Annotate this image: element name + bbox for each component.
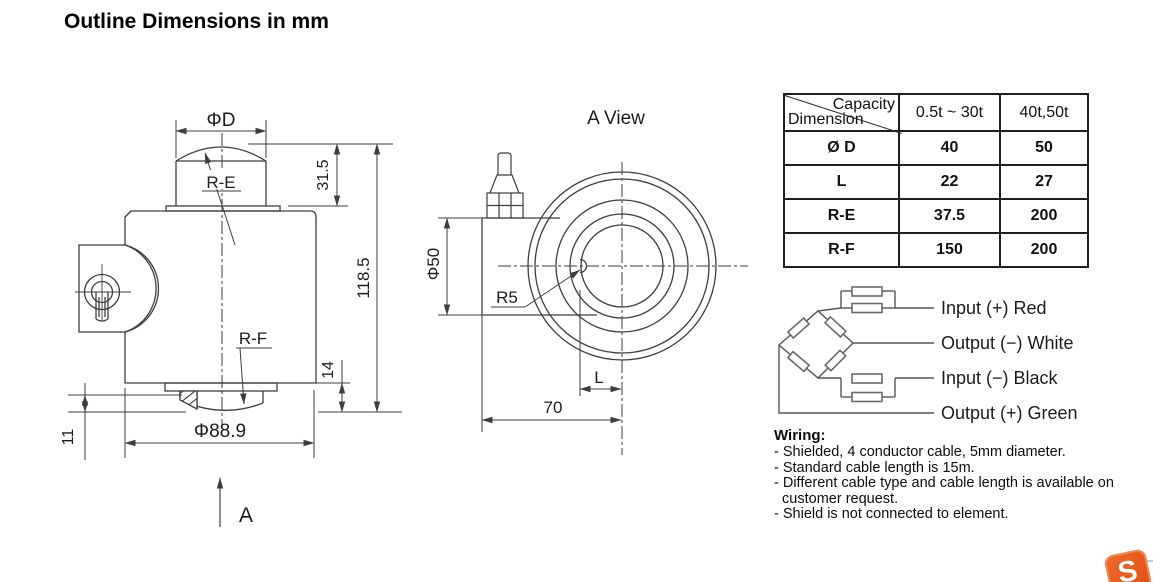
load-button-cap [175, 146, 267, 206]
dim-phi-50 [438, 217, 482, 316]
table-col-header: 40t,50t [999, 93, 1089, 132]
bridge-resistors [786, 315, 848, 373]
wiring-note-line: customer request. [774, 490, 899, 507]
label-l: L [594, 368, 603, 387]
a-view-centerlines [498, 162, 748, 455]
mounting-bracket [75, 244, 160, 333]
row-label: R-E [783, 198, 900, 234]
dim-14 [316, 360, 350, 413]
cell-value: 27 [999, 164, 1089, 200]
wiring-note-line: - Different cable type and cable length … [774, 475, 1114, 492]
wiring-diagram: Input (+) Red Output (−) White Input (−)… [777, 286, 1078, 423]
dim-phi-d [175, 120, 267, 158]
brand-logo-letter: S [1115, 554, 1141, 582]
dim-11 [68, 383, 186, 460]
table-row: Ø D 40 50 [783, 130, 1089, 166]
leader-r-f [236, 347, 272, 405]
cell-value: 40 [898, 130, 1001, 166]
wire-label-input-plus: Input (+) Red [941, 298, 1047, 318]
cell-value: 37.5 [898, 198, 1001, 234]
dim-31-5 [248, 143, 393, 207]
label-r-e: R-E [206, 173, 235, 192]
table-row: L 22 27 [783, 164, 1089, 200]
label-31-5: 31.5 [315, 159, 332, 190]
row-label: L [783, 164, 900, 200]
table-corner-cell: Capacity Dimension [783, 93, 902, 134]
corner-dimension: Dimension [788, 111, 864, 128]
wire-label-output-minus: Output (−) White [941, 333, 1074, 353]
wire-label-input-minus: Input (−) Black [941, 368, 1059, 388]
cell-value: 200 [999, 198, 1089, 234]
label-11: 11 [60, 429, 77, 446]
label-r-f: R-F [239, 329, 267, 348]
compensation-resistors-bottom [818, 373, 934, 403]
cell-value: 200 [999, 232, 1089, 268]
a-view-drawing: A View [424, 108, 748, 455]
cable-exit-stem [95, 292, 109, 322]
table-row: R-F 150 200 [783, 232, 1089, 268]
compensation-resistors-top [817, 286, 934, 314]
cable-gland [486, 152, 524, 219]
label-14: 14 [320, 361, 337, 379]
cell-value: 22 [898, 164, 1001, 200]
a-view-title: A View [587, 108, 645, 129]
wire-output-plus [778, 345, 934, 414]
table-col-header: 0.5t ~ 30t [898, 93, 1001, 132]
leader-r5 [491, 269, 581, 308]
corner-capacity: Capacity [832, 96, 895, 113]
table-row: R-E 37.5 200 [783, 198, 1089, 234]
wiring-note-line: - Standard cable length is 15m. [774, 459, 975, 476]
label-phi-d: ΦD [207, 110, 236, 131]
label-r5: R5 [496, 288, 518, 307]
cell-value: 50 [999, 130, 1089, 166]
label-view-a: A [239, 504, 253, 527]
label-phi-88-9: Φ88.9 [194, 421, 246, 442]
side-view-drawing: ΦD 31.5 118.5 14 [60, 110, 402, 527]
page-title: Outline Dimensions in mm [64, 10, 329, 33]
label-70: 70 [544, 398, 563, 417]
wiring-notes-heading: Wiring: [774, 427, 826, 444]
label-118-5: 118.5 [354, 257, 373, 298]
dim-l [579, 290, 622, 396]
row-label: Ø D [783, 130, 900, 166]
label-phi-50: Φ50 [424, 248, 443, 280]
bracket-crosshair [75, 264, 131, 321]
bridge-diamond [777, 310, 855, 379]
dim-phi-88-9 [124, 388, 315, 458]
a-view-circles [527, 171, 717, 361]
wire-label-output-plus: Output (+) Green [941, 403, 1078, 423]
base-foot [164, 382, 278, 411]
wiring-note-line: - Shield is not connected to element. [774, 506, 1009, 523]
dim-118-5 [318, 143, 402, 413]
wiring-note-line: - Shielded, 4 conductor cable, 5mm diame… [774, 444, 1066, 460]
r5-hole [579, 258, 588, 274]
cell-value: 150 [898, 232, 1001, 268]
row-label: R-F [783, 232, 900, 268]
leader-r-e [200, 152, 241, 246]
dim-70 [481, 315, 622, 432]
capacity-dimension-table: Capacity Dimension 0.5t ~ 30t 40t,50t Ø … [783, 93, 1089, 268]
wiring-notes: Wiring: - Shielded, 4 conductor cable, 5… [774, 427, 1134, 523]
